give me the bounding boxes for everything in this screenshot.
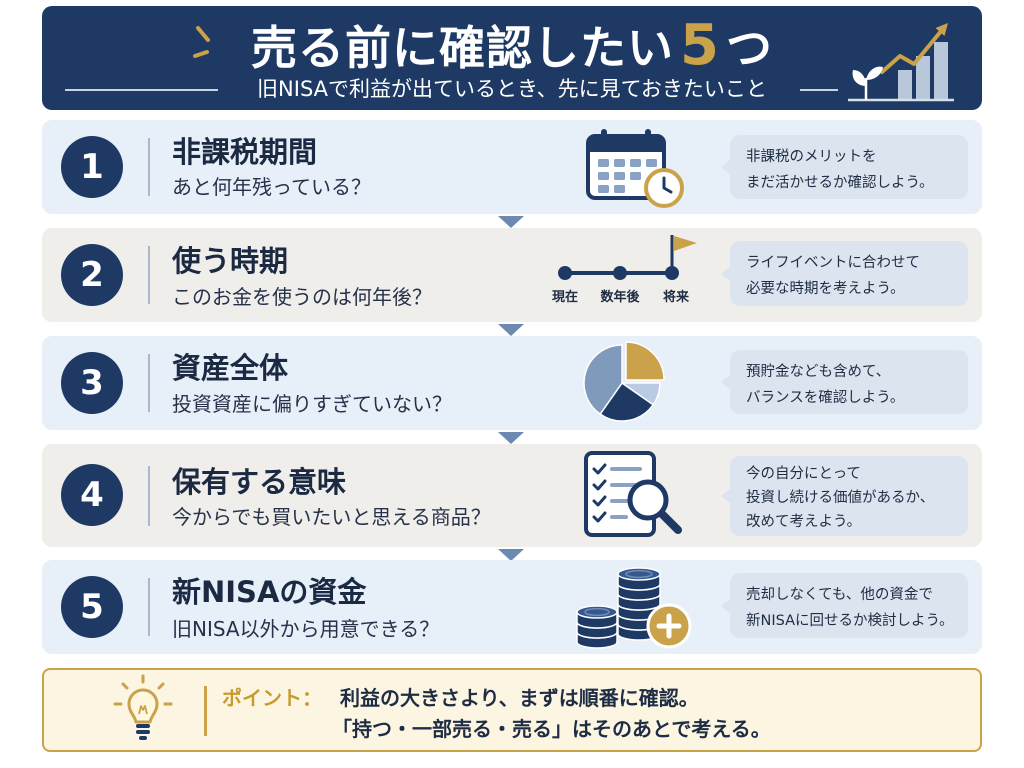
step-note: 預貯金なども含めて、 バランスを確認しよう。 xyxy=(721,350,968,414)
page-subtitle: 旧NISAで利益が出ているとき、先に見ておきたいこと xyxy=(257,77,767,101)
lightbulb-icon xyxy=(113,674,173,740)
step-number-badge: 2 xyxy=(61,244,123,306)
step-divider xyxy=(148,354,150,412)
coins-plus-icon xyxy=(576,567,692,649)
growth-chart-icon xyxy=(848,23,954,102)
step-number-badge: 1 xyxy=(61,136,123,198)
step-number-badge: 3 xyxy=(61,352,123,414)
step-note: 非課税のメリットを まだ活かせるか確認しよう。 xyxy=(721,135,968,199)
step-note-line: 改めて考えよう。 xyxy=(746,514,862,530)
step-note: 今の自分にとって 投資し続ける価値があるか、 改めて考えよう。 xyxy=(721,456,968,536)
step-card-2: 2 使う時期 このお金を使うのは何年後？ 現在 数年後 将来 ライフイベントに合… xyxy=(42,228,982,322)
point-box: ポイント： 利益の大きさより、まずは順番に確認。 「持つ・一部売る・売る」はその… xyxy=(42,668,982,752)
step-question: 旧NISA以外から用意できる？ xyxy=(172,617,440,641)
point-divider xyxy=(204,686,207,736)
step-divider xyxy=(148,466,150,526)
step-number-badge: 4 xyxy=(61,464,123,526)
step-note-line: まだ活かせるか確認しよう。 xyxy=(746,175,934,191)
step-title: 非課税期間 xyxy=(172,135,318,169)
step-note-line: バランスを確認しよう。 xyxy=(746,390,905,406)
step-divider xyxy=(148,246,150,304)
step-note-line: 今の自分にとって xyxy=(746,466,861,482)
step-card-1: 1 非課税期間 あと何年残っている？ 非課税のメリットを まだ活かせるか確認しよ… xyxy=(42,120,982,214)
step-note-line: 売却しなくても、他の資金で xyxy=(746,587,933,603)
step-note-line: 投資し続ける価値があるか、 xyxy=(746,490,935,506)
step-note-line: ライフイベントに合わせて xyxy=(746,255,920,271)
step-divider xyxy=(148,578,150,636)
step-note: ライフイベントに合わせて 必要な時期を考えよう。 xyxy=(721,241,968,306)
step-question: 今からでも買いたいと思える商品？ xyxy=(172,505,491,529)
step-note-line: 非課税のメリットを xyxy=(746,149,877,165)
step-card-5: 5 新NISAの資金 旧NISA以外から用意できる？ 売却しなくても、他の資金で… xyxy=(42,560,982,654)
step-note-line: 新NISAに回せるか検討しよう。 xyxy=(746,613,954,629)
step-number-badge: 5 xyxy=(61,576,123,638)
step-question: 投資資産に偏りすぎていない？ xyxy=(172,392,452,416)
step-card-4: 4 保有する意味 今からでも買いたいと思える商品？ 今の自分にとって 投資し続け… xyxy=(42,444,982,547)
step-question: このお金を使うのは何年後？ xyxy=(172,285,432,309)
step-title: 新NISAの資金 xyxy=(172,575,367,609)
step-note-line: 必要な時期を考えよう。 xyxy=(746,281,905,297)
down-arrow-icon xyxy=(498,324,524,336)
down-arrow-icon xyxy=(498,549,524,561)
step-title: 保有する意味 xyxy=(172,465,347,499)
title-main: 売る前に確認したい xyxy=(251,21,675,75)
point-line-1: 利益の大きさより、まずは順番に確認。 xyxy=(340,686,699,710)
step-divider xyxy=(148,138,150,196)
title-suffix: つ xyxy=(725,21,773,75)
step-note: 売却しなくても、他の資金で 新NISAに回せるか検討しよう。 xyxy=(721,573,968,638)
subtitle-rule-left xyxy=(65,89,218,91)
step-card-3: 3 資産全体 投資資産に偏りすぎていない？ 預貯金なども含めて、 バランスを確認… xyxy=(42,336,982,430)
subtitle-rule-right xyxy=(800,89,838,91)
point-line-2: 「持つ・一部売る・売る」はそのあとで考える。 xyxy=(332,717,771,741)
sparkle-icon xyxy=(193,26,210,58)
point-label: ポイント： xyxy=(222,686,322,710)
timeline-flag-icon xyxy=(558,235,697,280)
checklist-magnifier-icon xyxy=(584,451,682,537)
timeline-label-years: 数年後 xyxy=(600,290,640,305)
down-arrow-icon xyxy=(498,432,524,444)
calendar-clock-icon xyxy=(586,129,684,208)
step-note-line: 預貯金なども含めて、 xyxy=(746,364,891,380)
down-arrow-icon xyxy=(498,216,524,228)
title-number: 5 xyxy=(680,13,720,78)
pie-chart-icon xyxy=(583,341,665,422)
step-title: 使う時期 xyxy=(172,244,289,278)
timeline-label-future: 将来 xyxy=(662,290,690,305)
timeline-label-now: 現在 xyxy=(551,290,579,305)
step-question: あと何年残っている？ xyxy=(172,175,371,199)
step-title: 資産全体 xyxy=(172,351,289,385)
